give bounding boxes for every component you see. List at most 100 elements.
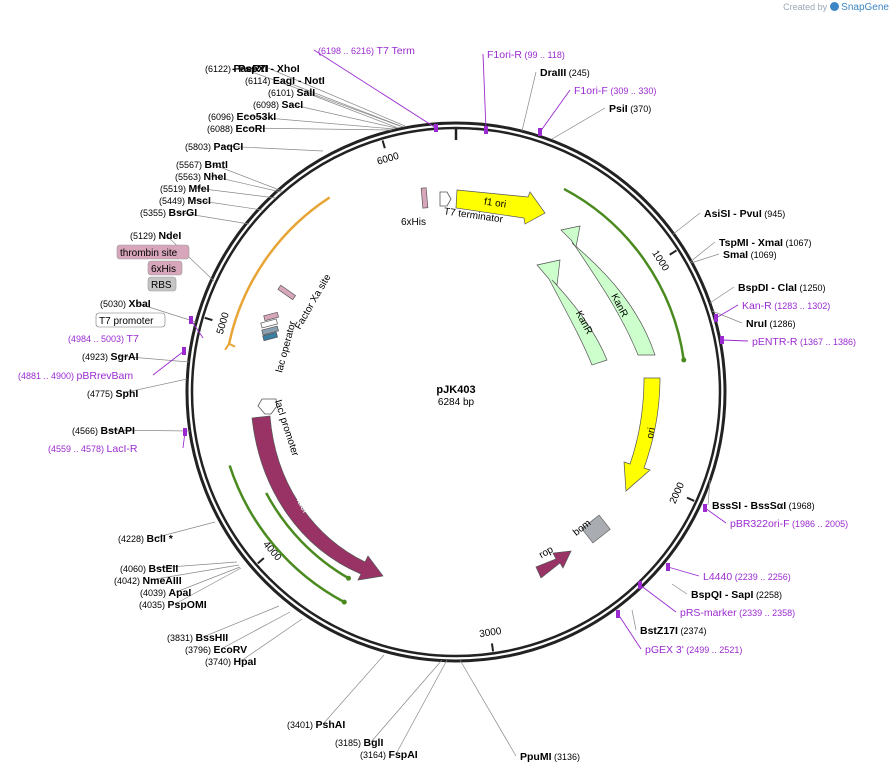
- feature-laci[interactable]: lacI: [251, 415, 384, 581]
- enzyme-label[interactable]: (5355) BsrGI: [140, 207, 197, 219]
- enzyme-label[interactable]: (4775) SphI: [87, 388, 138, 400]
- enzyme-name: BstAPI: [101, 425, 136, 437]
- plasmid-length: 6284 bp: [438, 397, 475, 408]
- enzyme-label[interactable]: BssSI - BssSαI (1968): [712, 500, 815, 512]
- feature-6xhis-top[interactable]: 6xHis: [401, 187, 429, 228]
- feature-kanr-1[interactable]: KanR: [560, 225, 656, 356]
- boxed-label-t7-promoter[interactable]: T7 promoter: [95, 312, 166, 328]
- orf-arc-green-outer[interactable]: [228, 465, 345, 604]
- enzyme-label[interactable]: AsiSI - PvuI (945): [704, 208, 785, 220]
- enzyme-position: (3796): [185, 645, 214, 655]
- enzyme-label[interactable]: (3740) HpaI: [205, 656, 256, 668]
- enzyme-label[interactable]: PsiI (370): [609, 103, 651, 115]
- primer-name: T7 Term: [377, 45, 416, 57]
- primer-label[interactable]: F1ori-R (99 .. 118): [487, 49, 565, 61]
- enzyme-label[interactable]: (4035) PspOMI: [139, 599, 207, 611]
- feature-ori[interactable]: ori: [623, 377, 661, 492]
- boxed-label-thrombin[interactable]: thrombin site: [116, 244, 190, 260]
- enzyme-label[interactable]: (4039) ApaI: [140, 587, 191, 599]
- primer-label[interactable]: (6198 .. 6216) T7 Term: [318, 45, 415, 57]
- orf-arc-green-inner[interactable]: [265, 492, 350, 580]
- primer-label[interactable]: (4559 .. 4578) LacI-R: [48, 443, 138, 455]
- enzyme-name: BclI *: [147, 533, 174, 545]
- enzyme-name: MscI: [188, 195, 211, 207]
- enzyme-label[interactable]: (3796) EcoRV: [185, 644, 247, 656]
- enzyme-name: PaeR7I: [234, 63, 269, 75]
- feature-bom[interactable]: bom: [571, 514, 611, 544]
- enzyme-leader-line: [521, 71, 537, 132]
- enzyme-label[interactable]: (4923) SgrAI: [82, 351, 139, 363]
- primer-range: (309 .. 330): [608, 86, 657, 96]
- laci-promoter-arrow[interactable]: [257, 398, 278, 415]
- orf-arc-orange[interactable]: [227, 196, 331, 345]
- primer-label[interactable]: pRS-marker (2339 .. 2358): [680, 607, 795, 619]
- enzyme-label[interactable]: (5563) NheI: [175, 171, 226, 183]
- primer-label[interactable]: F1ori-F (309 .. 330): [574, 85, 656, 97]
- enzyme-label[interactable]: (6114) EagI - NotI: [245, 75, 325, 87]
- enzyme-label[interactable]: (5567) BmtI: [176, 159, 228, 171]
- enzyme-label[interactable]: (3185) BglI: [335, 737, 383, 749]
- enzyme-position: (4923): [82, 352, 111, 362]
- enzyme-leader-line: [122, 378, 188, 394]
- enzyme-label[interactable]: (6096) Eco53kI: [208, 111, 276, 123]
- primer-label[interactable]: L4440 (2239 .. 2256): [703, 571, 791, 583]
- lac-operator-box-3[interactable]: [262, 331, 278, 342]
- enzyme-label[interactable]: (5449) MscI: [159, 195, 211, 207]
- enzyme-label[interactable]: (5129) NdeI: [130, 230, 181, 242]
- enzyme-label[interactable]: TspMI - XmaI (1067): [719, 237, 812, 249]
- enzyme-label[interactable]: (3401) PshAI: [287, 719, 345, 731]
- t7-terminator-arrow[interactable]: [439, 191, 452, 207]
- enzyme-label[interactable]: (6088) EcoRI: [207, 123, 265, 135]
- enzyme-label[interactable]: NruI (1286): [746, 318, 796, 330]
- enzyme-label[interactable]: BspQI - SapI (2258): [691, 589, 782, 601]
- kanr-2-arrow[interactable]: [536, 259, 608, 366]
- ori-arrow[interactable]: [623, 377, 661, 492]
- boxed-label-6xhis[interactable]: 6xHis: [147, 260, 183, 276]
- enzyme-label[interactable]: (5030) XbaI: [100, 298, 151, 310]
- lac-operator-box-2[interactable]: [261, 325, 279, 336]
- factor-xa-box[interactable]: [277, 284, 297, 301]
- feature-rop[interactable]: rop: [535, 544, 572, 579]
- enzyme-label[interactable]: (4042) NmeAIII: [114, 575, 182, 587]
- boxed-label-rbs[interactable]: RBS: [147, 276, 177, 292]
- primer-label[interactable]: pBR322ori-F (1986 .. 2005): [730, 518, 848, 530]
- orf-arc-green-right[interactable]: [563, 187, 685, 361]
- lac-operator-box-4[interactable]: [263, 311, 279, 322]
- enzyme-label[interactable]: (4566) BstAPI: [72, 425, 135, 437]
- primer-label[interactable]: pENTR-R (1367 .. 1386): [752, 336, 856, 348]
- enzyme-label[interactable]: BstZ17I (2374): [640, 625, 706, 637]
- enzyme-label[interactable]: (3164) FspAI: [360, 749, 418, 761]
- enzyme-position: (245): [566, 68, 590, 78]
- primer-label[interactable]: pGEX 3' (2499 .. 2521): [645, 644, 742, 656]
- kanr-1-arrow[interactable]: [560, 225, 656, 356]
- enzyme-label[interactable]: (6122) PaeR7I: [205, 63, 269, 75]
- laci-arrow[interactable]: [251, 415, 384, 581]
- enzyme-label[interactable]: (4060) BstEII: [120, 563, 178, 575]
- bom-box[interactable]: [581, 514, 611, 544]
- enzyme-label[interactable]: BspDI - ClaI (1250): [738, 282, 825, 294]
- rop-arrow[interactable]: [535, 550, 572, 579]
- enzyme-label[interactable]: - PspXI - XhoI: [232, 63, 300, 75]
- enzyme-label[interactable]: (5519) MfeI: [160, 183, 210, 195]
- primer-name: pBR322ori-F: [730, 518, 790, 530]
- f1-ori-arrow[interactable]: [455, 189, 546, 225]
- lac-operator-box-1[interactable]: [260, 318, 278, 329]
- feature-lac-operator[interactable]: lac operator: [260, 311, 299, 374]
- enzyme-label[interactable]: (4228) BclI *: [118, 533, 174, 545]
- enzyme-label[interactable]: PpuMI (3136): [520, 751, 580, 763]
- primer-label[interactable]: (4881 .. 4900) pBRrevBam: [18, 370, 133, 382]
- enzyme-label[interactable]: DraIII (245): [540, 67, 590, 79]
- primer-label[interactable]: Kan-R (1283 .. 1302): [742, 300, 830, 312]
- primer-label[interactable]: (4984 .. 5003) T7: [68, 333, 139, 345]
- enzyme-label[interactable]: (6098) SacI: [253, 99, 303, 111]
- enzyme-label[interactable]: (6101) SalI: [268, 87, 315, 99]
- enzyme-label[interactable]: (5803) PaqCI: [185, 141, 243, 153]
- feature-f1-ori[interactable]: f1 ori: [455, 189, 546, 225]
- enzyme-leader-line: [243, 115, 395, 130]
- enzyme-leader-line: [202, 605, 280, 638]
- enzyme-label[interactable]: SmaI (1069): [723, 249, 777, 261]
- enzyme-position: (3185): [335, 738, 364, 748]
- 6xhis-top-box[interactable]: [420, 187, 429, 209]
- enzyme-label[interactable]: (3831) BssHII: [167, 632, 228, 644]
